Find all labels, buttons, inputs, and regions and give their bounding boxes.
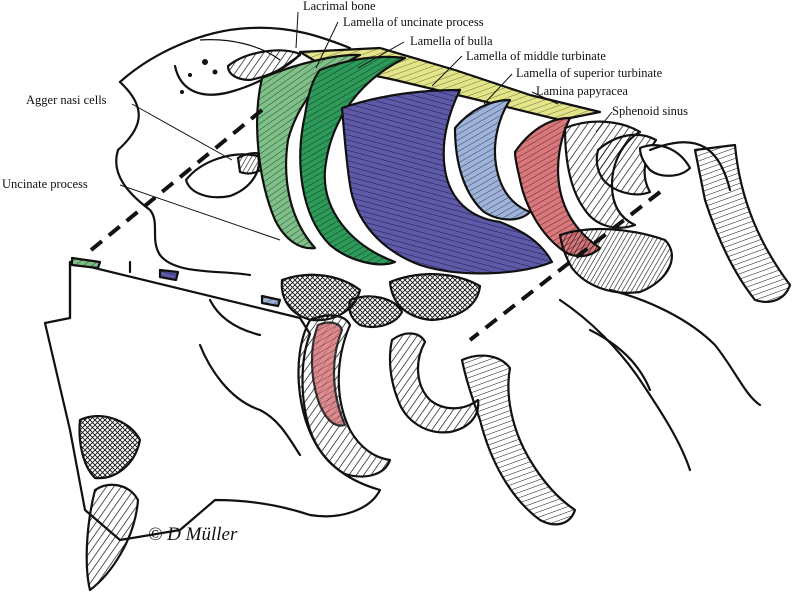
posterior-turbinate-outline [558, 141, 762, 472]
label-lamella-uncinate: Lamella of uncinate process [343, 15, 484, 29]
posterior-ethmoid-cells [563, 120, 692, 229]
labels: Lacrimal bone Lamella of uncinate proces… [2, 0, 688, 191]
posterior-section [460, 354, 577, 526]
label-lamina-papyracea: Lamina papyracea [536, 84, 628, 98]
label-agger-nasi-cells: Agger nasi cells [26, 93, 107, 107]
label-lamella-superior-turbinate: Lamella of superior turbinate [516, 66, 663, 80]
superior-turbinate-lamella-shape [453, 98, 532, 221]
lower-right-turbinate [588, 328, 652, 392]
uncinate-slab-red [310, 321, 347, 427]
sphenoid-sinus-shape [693, 143, 792, 303]
middle-turbinate-lamella-shape [340, 88, 554, 275]
artist-signature: © D Müller [148, 524, 238, 545]
label-lamella-middle-turbinate: Lamella of middle turbinate [466, 49, 606, 63]
label-lamella-bulla: Lamella of bulla [410, 34, 493, 48]
projection-lines [83, 108, 662, 342]
uncinate-lamella-shape [256, 53, 362, 250]
bulla-lamella-shape [299, 55, 407, 266]
maxilla-fragments [78, 415, 142, 592]
label-sphenoid-sinus: Sphenoid sinus [612, 104, 688, 118]
leader-lines [119, 11, 613, 241]
lower-turbinate-lobes [280, 227, 673, 329]
middle-lamella-section [388, 332, 480, 434]
label-uncinate-process: Uncinate process [2, 177, 88, 191]
label-lacrimal-bone: Lacrimal bone [303, 0, 376, 13]
skull-outline [115, 26, 352, 277]
